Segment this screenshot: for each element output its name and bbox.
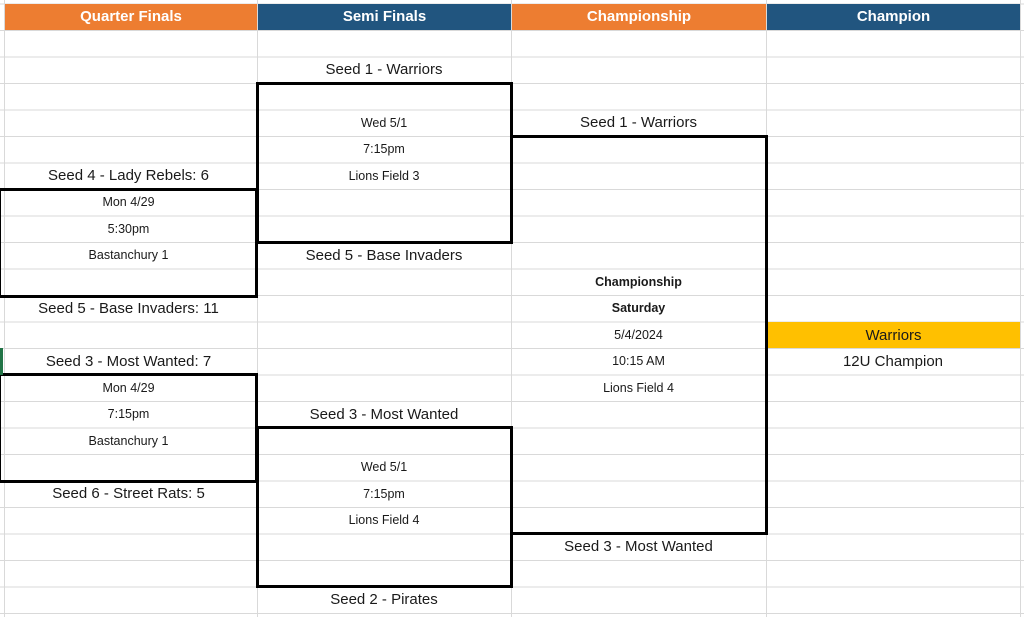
- gridline-vertical: [257, 0, 258, 617]
- selected-cell-marker: [0, 348, 3, 375]
- sf1-field: Lions Field 3: [348, 168, 420, 183]
- sf1-date: Wed 5/1: [360, 115, 408, 130]
- championship-field: Lions Field 4: [603, 380, 674, 395]
- qf1-date: Mon 4/29: [102, 195, 155, 209]
- header-quarter-finals: Quarter Finals: [5, 3, 257, 30]
- qf2-bottom-team-label: Seed 6 - Street Rats: 5: [52, 485, 205, 503]
- header-champion: Champion: [767, 3, 1020, 30]
- sf2-top-team-label: Seed 3 - Most Wanted: [309, 405, 459, 423]
- qf2-top-team-label: Seed 3 - Most Wanted: 7: [45, 352, 212, 370]
- sf2-date: Wed 5/1: [360, 460, 408, 474]
- sf1-top-team-label: Seed 1 - Warriors: [325, 61, 443, 79]
- gridline-vertical: [1020, 0, 1021, 617]
- qf1-time: 5:30pm: [107, 221, 150, 236]
- qf2-date: Mon 4/29: [102, 380, 155, 395]
- qf1-field: Bastanchury 1: [88, 248, 169, 262]
- champion-team-cell: Warriors: [767, 322, 1020, 348]
- championship-time: 10:15 AM: [612, 354, 665, 368]
- gridline-vertical: [4, 0, 5, 617]
- gridline-vertical: [766, 0, 767, 617]
- gridline-vertical: [511, 0, 512, 617]
- sf1-bottom-team-label: Seed 5 - Base Invaders: [305, 246, 463, 264]
- championship-title: Championship: [595, 274, 682, 289]
- championship-top-team-label: Seed 1 - Warriors: [580, 114, 697, 132]
- qf2-time: 7:15pm: [107, 407, 150, 421]
- sf2-time: 7:15pm: [363, 486, 405, 501]
- sf2-field: Lions Field 4: [348, 513, 420, 527]
- champion-subtitle-label: 12U Champion: [842, 352, 944, 370]
- header-championship: Championship: [512, 3, 766, 30]
- qf1-top-team-label: Seed 4 - Lady Rebels: 6: [48, 167, 209, 185]
- championship-day: Saturday: [611, 301, 666, 315]
- sf2-bottom-team-label: Seed 2 - Pirates: [330, 591, 438, 609]
- header-semi-finals: Semi Finals: [258, 3, 511, 30]
- qf2-field: Bastanchury 1: [88, 433, 169, 448]
- championship-date: 5/4/2024: [614, 327, 663, 342]
- championship-bottom-team-label: Seed 3 - Most Wanted: [564, 538, 713, 556]
- sf1-time: 7:15pm: [363, 142, 405, 156]
- qf1-bottom-team-label: Seed 5 - Base Invaders: 11: [38, 299, 219, 317]
